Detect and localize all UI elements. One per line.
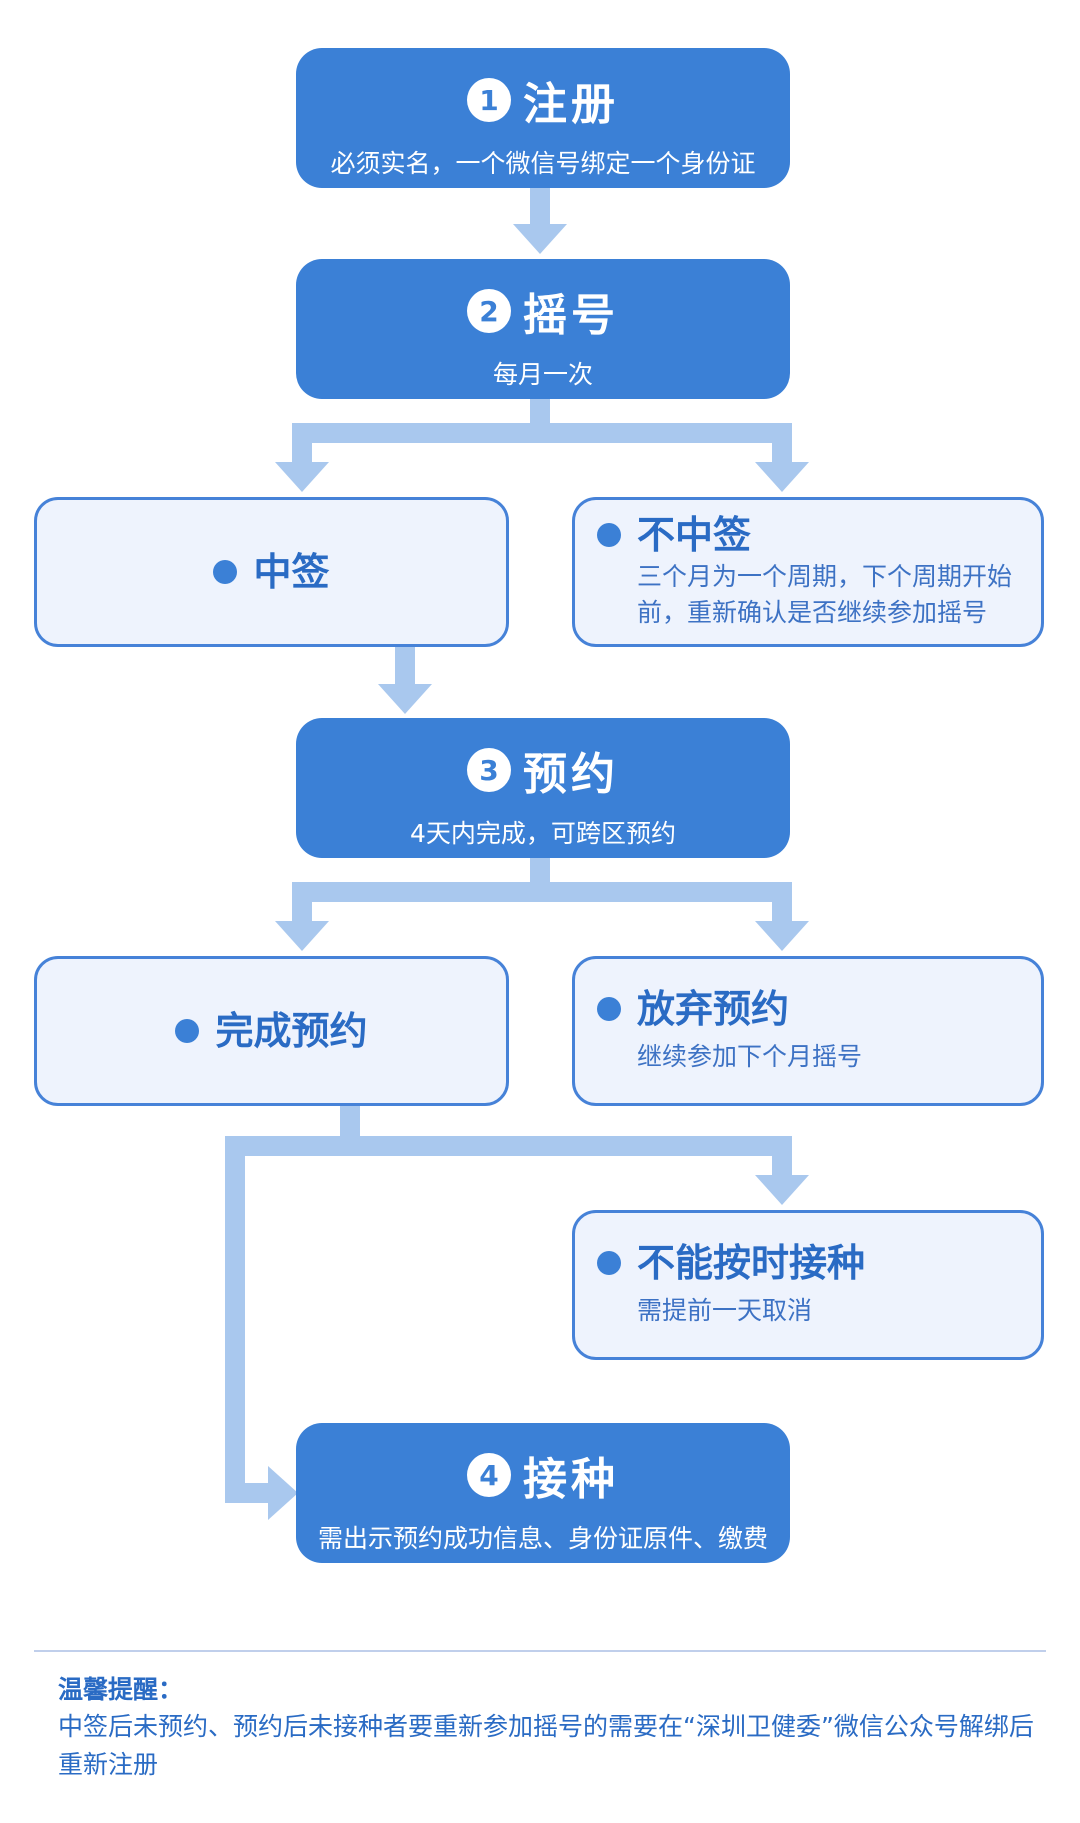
step-4-desc: 需出示预约成功信息、身份证原件、缴费 xyxy=(317,1524,768,1553)
outcome-cannot-desc: 需提前一天取消 xyxy=(637,1296,813,1325)
connector-3-bar xyxy=(292,882,792,902)
step-2-title: 摇号 xyxy=(523,290,619,341)
step-4-box: 4 接种 需出示预约成功信息、身份证原件、缴费 xyxy=(296,1423,790,1563)
bullet-dot-icon xyxy=(175,1019,200,1043)
arrowhead-step4 xyxy=(268,1466,298,1520)
step-2-desc: 每月一次 xyxy=(492,360,593,389)
step-1-number-badge: 1 xyxy=(467,78,511,122)
outcome-win-box: 中签 xyxy=(34,497,509,647)
bullet-dot-icon xyxy=(597,997,621,1021)
outcome-abandon-desc: 继续参加下个月摇号 xyxy=(637,1042,863,1071)
bullet-dot-icon xyxy=(597,1251,621,1275)
outcome-win-title: 中签 xyxy=(253,550,330,594)
arrowhead-lose xyxy=(755,462,809,492)
bullet-dot-icon xyxy=(213,560,238,584)
note-divider xyxy=(34,1650,1046,1652)
step-3-desc: 4天内完成，可跨区预约 xyxy=(410,819,676,848)
arrowhead-done xyxy=(275,921,329,951)
connector-done-down xyxy=(225,1136,245,1503)
outcome-abandon-box: 放弃预约 继续参加下个月摇号 xyxy=(572,956,1044,1106)
connector-done-bar xyxy=(225,1136,792,1156)
note-body: 中签后未预约、预约后未接种者要重新参加摇号的需要在“深圳卫健委”微信公众号解绑后… xyxy=(58,1712,1034,1779)
step-3-title: 预约 xyxy=(523,749,619,800)
outcome-lose-desc-line1: 三个月为一个周期，下个周期开始 xyxy=(637,562,1013,591)
step-4-title: 接种 xyxy=(523,1454,619,1505)
outcome-lose-title: 不中签 xyxy=(637,513,752,557)
step-3-number-badge: 3 xyxy=(467,748,511,792)
bullet-dot-icon xyxy=(597,523,621,547)
step-2-box: 2 摇号 每月一次 xyxy=(296,259,790,399)
connector-win-3 xyxy=(395,647,415,685)
arrowhead-win xyxy=(275,462,329,492)
step-1-box: 1 注册 必须实名，一个微信号绑定一个身份证 xyxy=(296,48,790,188)
step-1-title: 注册 xyxy=(523,79,619,130)
outcome-cannot-title: 不能按时接种 xyxy=(637,1241,866,1285)
outcome-lose-desc-line2: 前，重新确认是否继续参加摇号 xyxy=(637,598,988,627)
note-title: 温馨提醒： xyxy=(58,1675,184,1704)
outcome-abandon-title: 放弃预约 xyxy=(637,987,790,1031)
connector-1-2 xyxy=(530,188,550,224)
arrowhead-cannot xyxy=(755,1175,809,1205)
arrowhead-abandon xyxy=(755,921,809,951)
connector-2-bar xyxy=(292,423,792,443)
step-2-number-badge: 2 xyxy=(467,289,511,333)
outcome-cannot-box: 不能按时接种 需提前一天取消 xyxy=(572,1210,1044,1360)
outcome-lose-box: 不中签 三个月为一个周期，下个周期开始 前，重新确认是否继续参加摇号 xyxy=(572,497,1044,647)
step-4-number-badge: 4 xyxy=(467,1453,511,1497)
arrowhead-step3 xyxy=(378,684,432,714)
step-3-box: 3 预约 4天内完成，可跨区预约 xyxy=(296,718,790,858)
outcome-done-title: 完成预约 xyxy=(215,1009,368,1053)
step-1-desc: 必须实名，一个微信号绑定一个身份证 xyxy=(330,149,756,178)
outcome-done-box: 完成预约 xyxy=(34,956,509,1106)
arrowhead-step2 xyxy=(513,224,567,254)
